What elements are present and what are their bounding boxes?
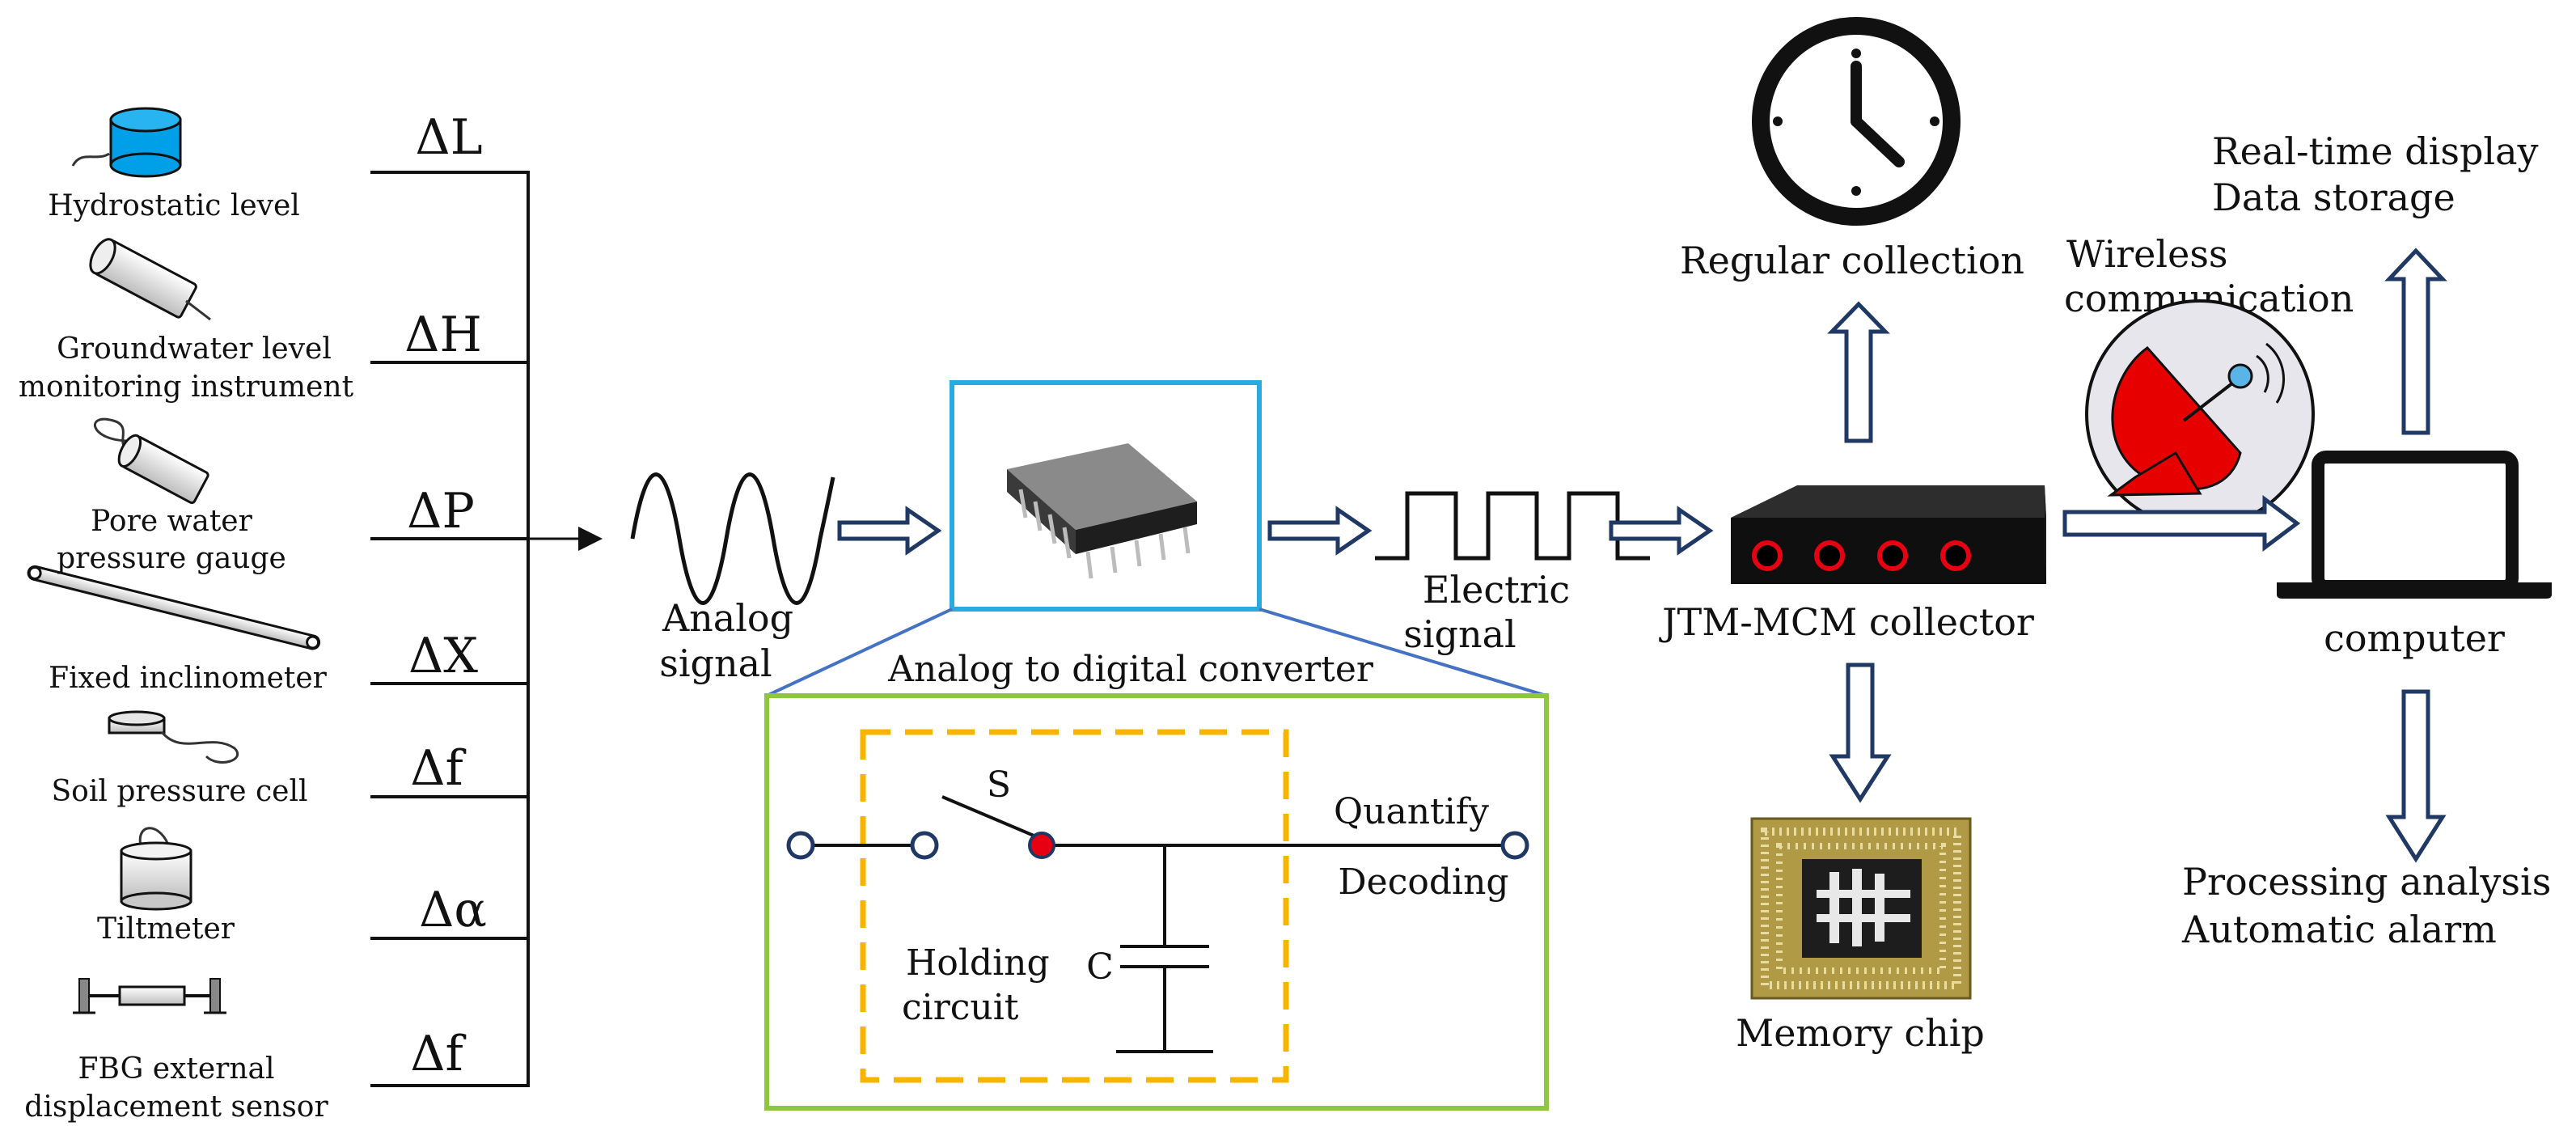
sensor-leader-lines bbox=[370, 171, 530, 1087]
sensor-label-line2: monitoring instrument bbox=[19, 370, 354, 404]
collector-label: JTM-MCM collector bbox=[1659, 600, 2034, 644]
decoding-label: Decoding bbox=[1338, 861, 1508, 903]
fbg-displacement-sensor-icon bbox=[73, 978, 226, 1014]
circuit-frame bbox=[764, 693, 1549, 1111]
laptop-icon bbox=[2277, 451, 2552, 599]
switch-node bbox=[1028, 832, 1055, 859]
holding-circuit-frame bbox=[860, 729, 1289, 1083]
delta-label: Δα bbox=[419, 882, 487, 938]
holding-circuit-label-line2: circuit bbox=[902, 987, 1019, 1028]
processing-analysis-label: Processing analysis bbox=[2182, 860, 2551, 904]
delta-label: ΔL bbox=[415, 109, 482, 166]
memory-chip-icon bbox=[1750, 817, 1972, 1000]
holding-circuit-label: Holding bbox=[906, 942, 1050, 984]
pore-water-pressure-gauge-icon bbox=[93, 417, 209, 504]
wireless-label: Wireless bbox=[2066, 232, 2228, 276]
output-terminal bbox=[1500, 831, 1529, 860]
collector-box-icon bbox=[1731, 485, 2046, 584]
capacitor-label: C bbox=[1086, 946, 1114, 988]
electric-square-wave bbox=[1375, 491, 1650, 561]
sensor-label: Hydrostatic level bbox=[48, 189, 300, 222]
electric-signal-label: Electric bbox=[1423, 568, 1570, 612]
delta-label: Δf bbox=[410, 1026, 466, 1082]
sensor-label: Fixed inclinometer bbox=[49, 662, 328, 695]
ic-chip-icon bbox=[1007, 443, 1197, 579]
satellite-dish-icon bbox=[2085, 299, 2315, 529]
delta-label: ΔP bbox=[407, 483, 475, 540]
sensor-label-line2: pressure gauge bbox=[57, 542, 286, 575]
soil-pressure-cell-icon bbox=[108, 710, 239, 764]
realtime-display-label: Real-time display bbox=[2212, 129, 2539, 173]
sensor-label: Pore water bbox=[91, 505, 252, 538]
sample-hold-circuit bbox=[812, 795, 1503, 1053]
sensor-label: Groundwater level bbox=[57, 332, 332, 366]
adc-title: Analog to digital converter bbox=[887, 649, 1374, 690]
tiltmeter-icon bbox=[120, 827, 192, 911]
hollow-arrow-up bbox=[1827, 301, 1890, 443]
analog-signal-label-line2: signal bbox=[659, 641, 772, 685]
regular-collection-label: Regular collection bbox=[1680, 239, 2024, 282]
hollow-arrow-right bbox=[1267, 506, 1373, 556]
sensor-label-line2: displacement sensor bbox=[24, 1090, 328, 1124]
delta-label: Δf bbox=[410, 740, 466, 797]
analog-signal-label: Analog bbox=[662, 596, 793, 640]
quantify-label: Quantify bbox=[1334, 791, 1489, 832]
hollow-arrow-right bbox=[837, 506, 942, 556]
delta-label: ΔX bbox=[408, 628, 478, 684]
zoom-connector bbox=[766, 607, 953, 697]
hollow-arrow-down bbox=[2385, 689, 2447, 863]
clock-icon bbox=[1752, 17, 1961, 226]
hollow-arrow-down bbox=[1829, 663, 1892, 803]
sensor-label: FBG external bbox=[78, 1052, 274, 1086]
input-terminal bbox=[786, 831, 815, 860]
electric-signal-label-line2: signal bbox=[1403, 612, 1516, 656]
zoom-connector bbox=[1258, 607, 1547, 697]
analog-sine-wave bbox=[630, 472, 835, 605]
groundwater-level-instrument-icon bbox=[89, 238, 211, 321]
hollow-arrow-right bbox=[2062, 495, 2301, 552]
automatic-alarm-label: Automatic alarm bbox=[2181, 908, 2497, 951]
sensor-label: Soil pressure cell bbox=[52, 775, 308, 808]
hollow-arrow-right bbox=[1609, 506, 1714, 556]
hollow-arrow-up bbox=[2384, 248, 2447, 435]
data-storage-label: Data storage bbox=[2212, 176, 2455, 219]
switch-label: S bbox=[987, 764, 1011, 806]
memory-chip-label: Memory chip bbox=[1736, 1011, 1985, 1055]
computer-label: computer bbox=[2324, 616, 2505, 660]
delta-label: ΔH bbox=[404, 307, 482, 363]
switch-terminal bbox=[910, 831, 939, 860]
hydrostatic-level-icon bbox=[71, 107, 182, 178]
sensor-label: Tiltmeter bbox=[97, 912, 235, 946]
fixed-inclinometer-icon bbox=[27, 565, 321, 650]
